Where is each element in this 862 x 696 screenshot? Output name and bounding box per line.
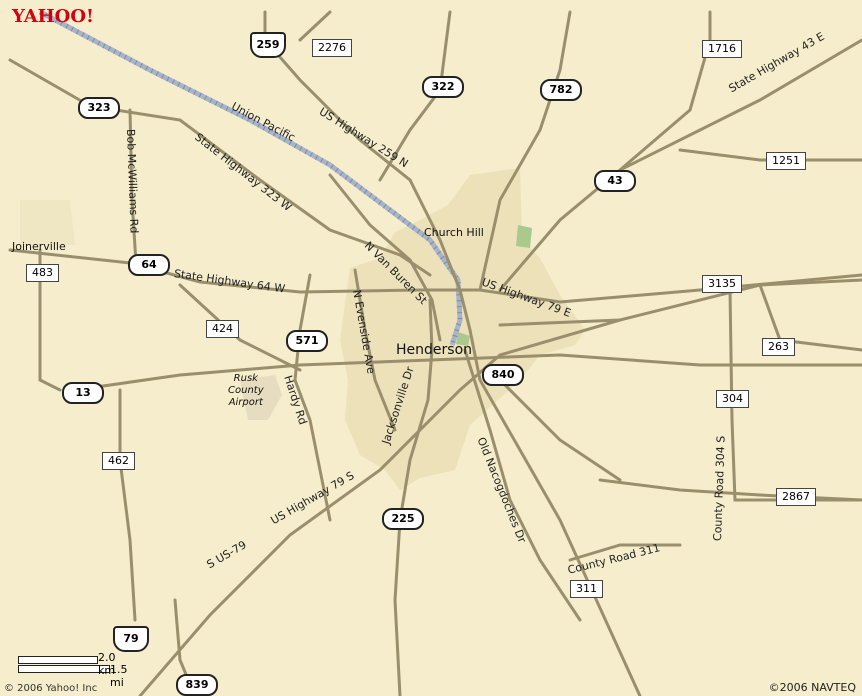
road-462 (118, 388, 137, 622)
road-1716 (618, 10, 712, 172)
urban-area-joinerville (20, 200, 75, 245)
park-area (516, 225, 532, 248)
city-label-church-hill[interactable]: Church Hill (424, 226, 484, 239)
road-old-nacogdoches (463, 348, 582, 622)
road-782 (478, 10, 572, 292)
shield-43[interactable]: 43 (594, 170, 636, 192)
shield-571[interactable]: 571 (286, 330, 328, 352)
road-bob-mcwilliams (128, 108, 138, 265)
shield-13[interactable]: 13 (62, 382, 104, 404)
shield-64[interactable]: 64 (128, 254, 170, 276)
road-322 (378, 10, 452, 182)
shield-483[interactable]: 483 (26, 264, 59, 282)
road-304 (728, 288, 862, 502)
copyright-navteq: ©2006 NAVTEQ (768, 681, 856, 694)
road-se-spur (498, 378, 622, 482)
road-n-evenside (353, 268, 397, 432)
road-483 (38, 248, 62, 392)
road-2276 (298, 10, 332, 42)
urban-area-henderson (340, 168, 585, 490)
shield-323[interactable]: 323 (78, 97, 120, 119)
road-us-79 (138, 278, 862, 696)
road-13 (73, 353, 862, 392)
road-sh-43 (498, 38, 862, 292)
shield-2867[interactable]: 2867 (776, 488, 816, 506)
shield-1716[interactable]: 1716 (702, 40, 742, 58)
city-label-joinerville[interactable]: Joinerville (12, 240, 66, 253)
scale-bar-km (18, 656, 98, 664)
shield-839[interactable]: 839 (176, 674, 218, 696)
road-1251 (678, 148, 862, 162)
shield-322[interactable]: 322 (422, 76, 464, 98)
shield-311[interactable]: 311 (570, 580, 603, 598)
copyright-yahoo: © 2006 Yahoo! Inc (4, 683, 98, 694)
shield-2276[interactable]: 2276 (312, 39, 352, 57)
road-hardy (293, 273, 332, 522)
road-jacksonville (393, 298, 434, 696)
shield-782[interactable]: 782 (540, 79, 582, 101)
scale-bar-mi (18, 665, 110, 673)
airport-label[interactable]: Rusk County Airport (228, 373, 264, 408)
yahoo-logo[interactable]: YAHOO! (12, 6, 94, 27)
road-424 (178, 283, 302, 372)
road-311 (568, 543, 682, 562)
label-bob-mcwilliams: Bob McWilliams Rd (124, 128, 141, 234)
road-east-spur (498, 318, 622, 327)
urban-area-airport (240, 375, 282, 420)
park-area (456, 332, 470, 346)
scale-label-mi: 1.5 mi (110, 663, 128, 689)
shield-840[interactable]: 840 (482, 364, 524, 386)
shield-424[interactable]: 424 (206, 320, 239, 338)
shield-us-259[interactable]: 259 (250, 32, 286, 58)
shield-304[interactable]: 304 (716, 390, 749, 408)
shield-us-79[interactable]: 79 (113, 626, 149, 652)
road-2867 (598, 478, 862, 502)
road-sh-323 (88, 104, 432, 277)
city-label-henderson[interactable]: Henderson (396, 342, 473, 358)
shield-263[interactable]: 263 (762, 338, 795, 356)
road-nw-hwy (8, 58, 92, 108)
shield-462[interactable]: 462 (102, 452, 135, 470)
railway-ties (38, 9, 463, 346)
shield-225[interactable]: 225 (382, 508, 424, 530)
shield-3135[interactable]: 3135 (702, 275, 742, 293)
scale-label-km: 2.0 km (98, 651, 116, 677)
shield-1251[interactable]: 1251 (766, 152, 806, 170)
road-n-van-buren (328, 173, 442, 342)
